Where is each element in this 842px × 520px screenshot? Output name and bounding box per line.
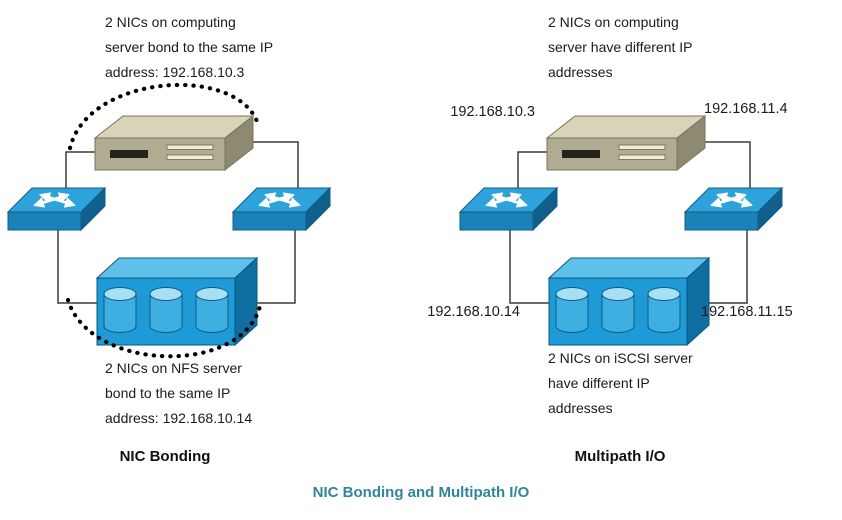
note-line: address: 192.168.10.3 [105,64,245,80]
note-line: address: 192.168.10.14 [105,410,253,426]
left-bottom-note: 2 NICs on NFS server bond to the same IP… [105,356,252,431]
note-line: server have different IP [548,39,693,55]
note-line: bond to the same IP [105,385,231,401]
network-switch-icon [8,188,105,230]
right-bottom-note: 2 NICs on iSCSI server have different IP… [548,346,693,421]
wire-left-rightswitch-to-storage [243,229,296,304]
note-line: server bond to the same IP [105,39,274,55]
ip-label-storage-right: 192.168.11.15 [701,304,793,320]
wire-right-switch-to-storage [509,229,552,304]
note-line: have different IP [548,375,650,391]
ip-label-server-right: 192.168.11.4 [704,101,788,117]
wire-right-rightswitch-to-storage [695,229,748,304]
note-line: addresses [548,400,613,416]
left-diagram-title: NIC Bonding [119,448,211,465]
right-top-note: 2 NICs on computing server have differen… [548,10,692,85]
ip-label-storage-left: 192.168.10.14 [427,304,520,320]
storage-server-icon [97,258,257,345]
ip-label-server-left: 192.168.10.3 [450,104,535,120]
dotted-bond-ellipse-arc-bottom [65,297,263,359]
storage-server-icon [549,258,709,345]
wire-right-server-to-right-switch [692,141,751,206]
network-switch-icon [460,188,557,230]
right-diagram-title: Multipath I/O [574,448,666,465]
note-line: 2 NICs on NFS server [105,360,242,376]
left-top-note: 2 NICs on computing server bond to the s… [105,10,273,85]
computing-server-icon [546,115,706,171]
wire-left-server-to-right-switch [240,141,299,206]
diagram-caption: NIC Bonding and Multipath I/O [312,484,530,501]
note-line: 2 NICs on iSCSI server [548,350,693,366]
note-line: 2 NICs on computing [548,14,679,30]
network-switch-icon [685,188,782,230]
computing-server-icon [94,115,254,171]
note-line: 2 NICs on computing [105,14,236,30]
note-line: addresses [548,64,613,80]
network-switch-icon [233,188,330,230]
wire-left-switch-to-storage [57,229,100,304]
